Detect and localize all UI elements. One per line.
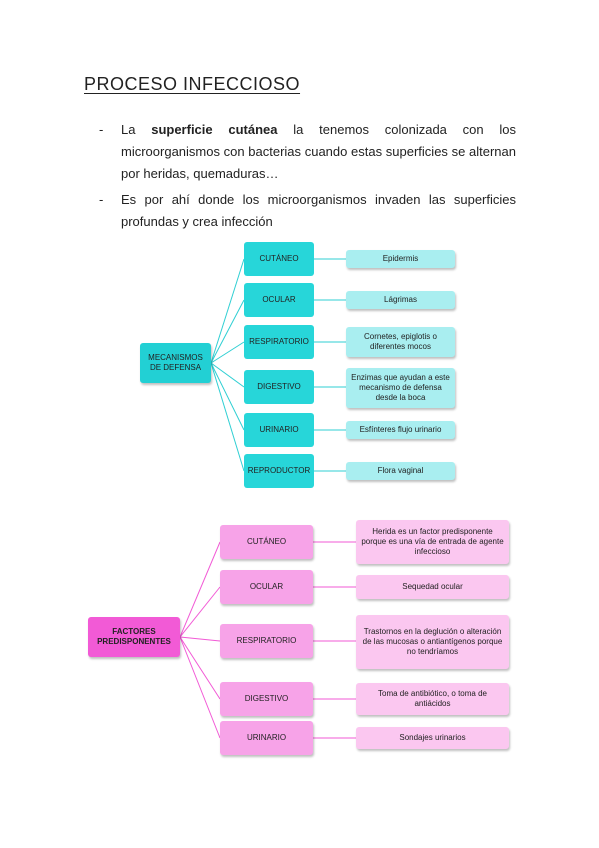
mecanismos-connectors: [210, 258, 346, 472]
mecanismo-detail-urinario: Esfínteres flujo urinario: [346, 421, 455, 439]
bullet-text-bold: superficie cutánea: [151, 122, 278, 137]
connector-line: [179, 636, 221, 739]
factor-node-cutaneo: CUTÁNEO: [220, 525, 313, 559]
mecanismo-node-reproductor: REPRODUCTOR: [244, 454, 314, 488]
mecanismo-detail-digestivo: Enzimas que ayudan a este mecanismo de d…: [346, 368, 455, 408]
page-title: PROCESO INFECCIOSO: [84, 74, 301, 94]
factor-detail-urinario: Sondajes urinarios: [356, 727, 509, 749]
mecanismo-node-digestivo: DIGESTIVO: [244, 370, 314, 404]
factor-detail-cutaneo: Herida es un factor predisponente porque…: [356, 520, 509, 564]
factores-connectors: [179, 541, 356, 739]
connector-line: [179, 636, 221, 700]
bullet-item-2: - Es por ahí donde los microorganismos i…: [99, 189, 516, 233]
connector-line: [210, 299, 245, 364]
bullet-text: Es por ahí donde los microorganismos inv…: [121, 192, 516, 229]
connector-line: [210, 258, 245, 364]
factor-detail-digestivo: Toma de antibiótico, o toma de antiácido…: [356, 683, 509, 715]
bullet-dash: -: [99, 122, 104, 137]
bullet-text-pre: La: [121, 122, 152, 137]
connector-line: [179, 586, 221, 638]
connector-line: [210, 362, 245, 431]
bullet-item-1: - La superficie cutánea la tenemos colon…: [99, 119, 516, 185]
mecanismo-detail-reproductor: Flora vaginal: [346, 462, 455, 480]
mecanismo-node-respiratorio: RESPIRATORIO: [244, 325, 314, 359]
connector-line: [179, 636, 221, 642]
mecanismo-detail-ocular: Lágrimas: [346, 291, 455, 309]
bullet-dash: -: [99, 192, 104, 207]
mecanismo-node-ocular: OCULAR: [244, 283, 314, 317]
connector-line: [210, 341, 245, 364]
connector-line: [179, 541, 221, 638]
factor-node-ocular: OCULAR: [220, 570, 313, 604]
factor-detail-ocular: Sequedad ocular: [356, 575, 509, 599]
bullet-text-post: la tenemos colonizada con los microorgan…: [121, 122, 516, 181]
mecanismo-node-urinario: URINARIO: [244, 413, 314, 447]
mecanismo-node-cutaneo: CUTÁNEO: [244, 242, 314, 276]
mecanismos-root-node: MECANISMOS DE DEFENSA: [140, 343, 211, 383]
factor-detail-respiratorio: Trastornos en la deglución o alteración …: [356, 615, 509, 669]
factor-node-digestivo: DIGESTIVO: [220, 682, 313, 716]
mecanismo-detail-respiratorio: Cornetes, epiglotis o diferentes mocos: [346, 327, 455, 357]
factor-node-respiratorio: RESPIRATORIO: [220, 624, 313, 658]
factores-root-node: FACTORES PREDISPONENTES: [88, 617, 180, 657]
bullet-text: La superficie cutánea la tenemos coloniz…: [121, 119, 516, 185]
factor-node-urinario: URINARIO: [220, 721, 313, 755]
mecanismo-detail-cutaneo: Epidermis: [346, 250, 455, 268]
connector-line: [210, 362, 245, 388]
connector-line: [210, 362, 245, 472]
